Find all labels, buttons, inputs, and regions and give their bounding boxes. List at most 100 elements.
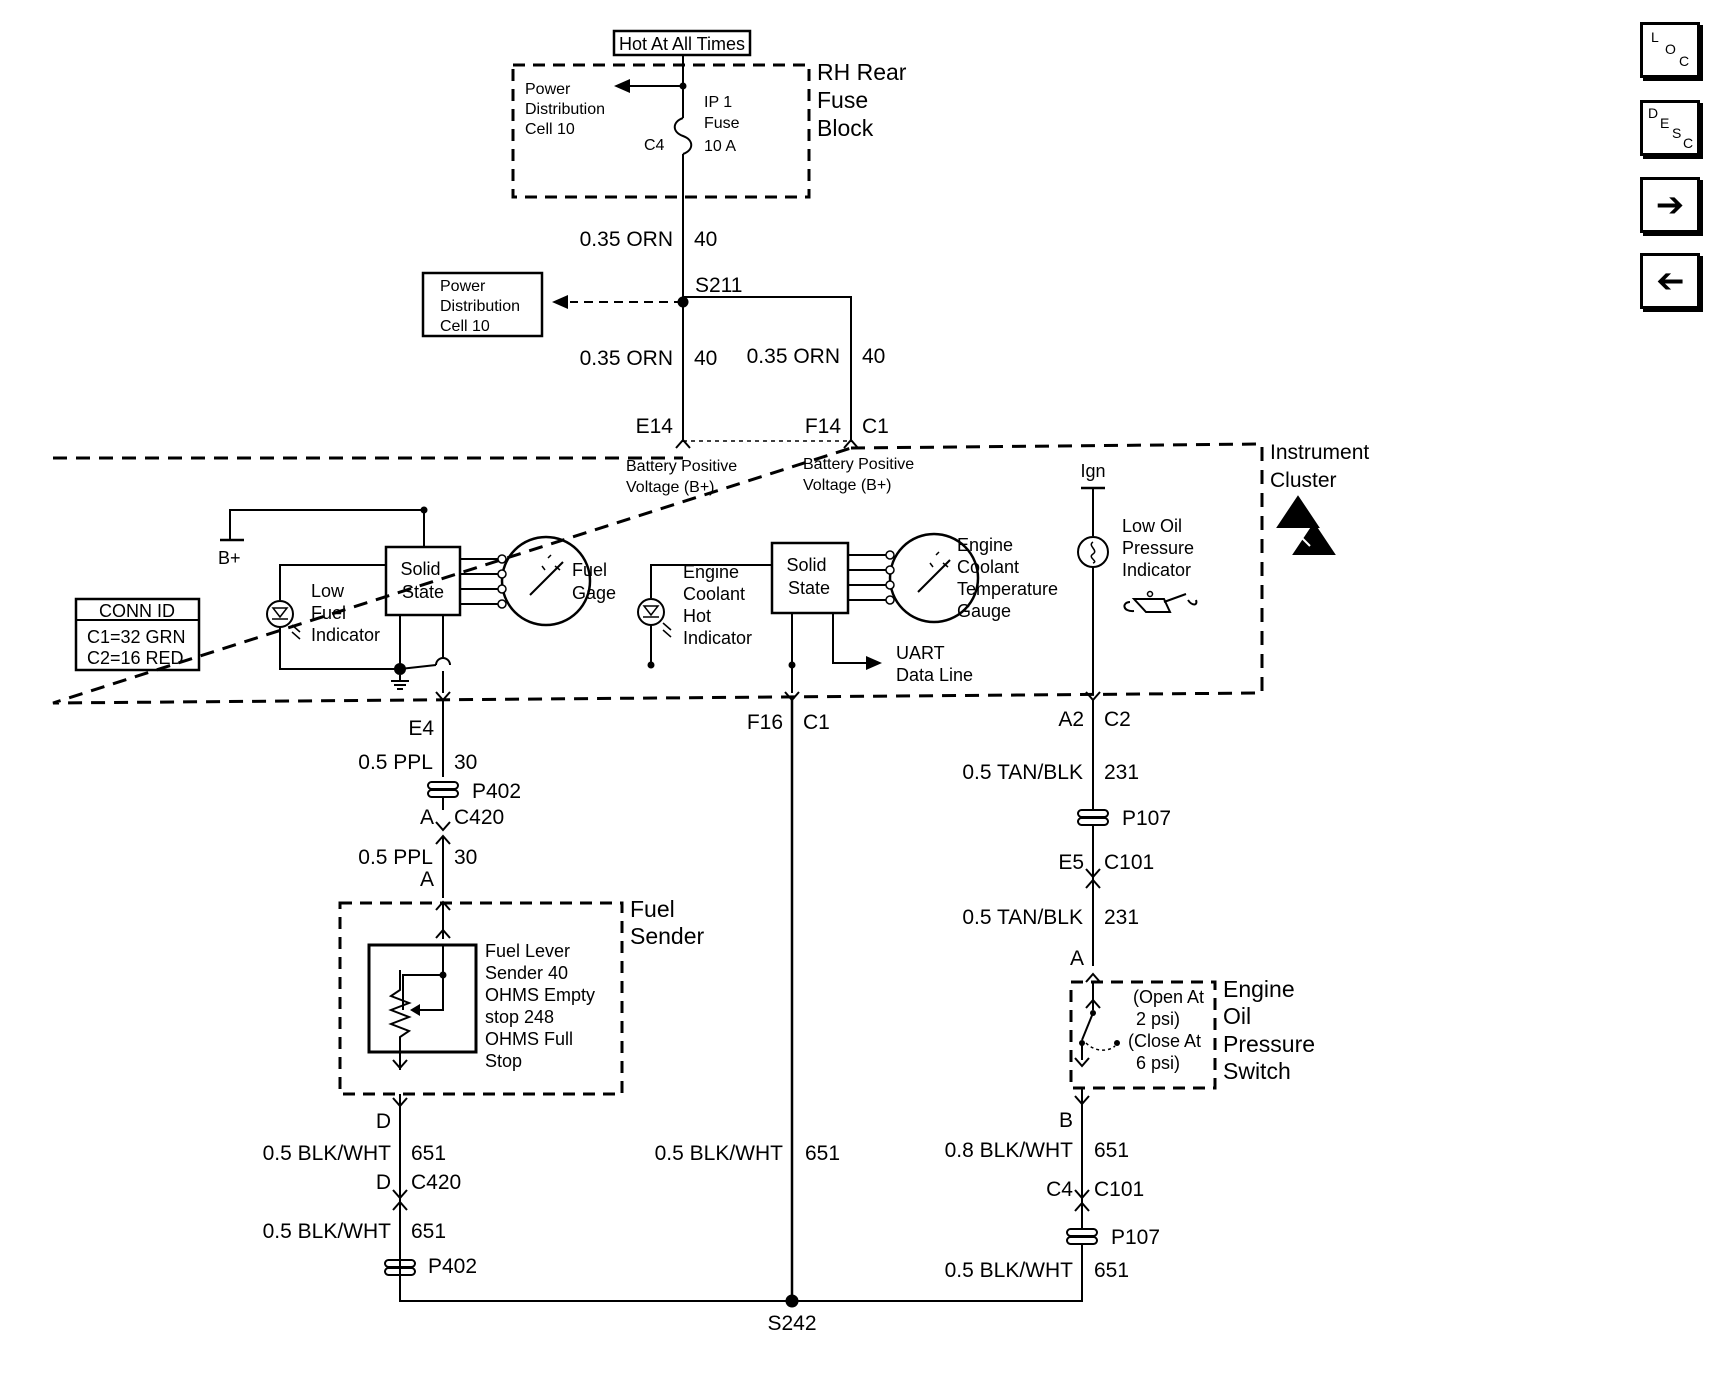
wire-blkwht-right-1-label: 0.8 BLK/WHT	[945, 1139, 1074, 1162]
wire-ppl-1-label: 0.5 PPL	[358, 751, 433, 774]
circuit-feed-2-label: 40	[694, 347, 717, 370]
desc-button[interactable]: D E S C	[1640, 100, 1700, 156]
desc-letter-c: C	[1683, 135, 1694, 151]
coolant-hot-indicator-label: Engine Coolant Hot Indicator	[683, 562, 752, 648]
ign-label: Ign	[1080, 461, 1105, 481]
previous-button[interactable]: ➔	[1640, 253, 1700, 309]
fuel-sender-description: Fuel Lever Sender 40 OHMS Empty stop 248…	[485, 941, 600, 1071]
wire-blkwht-left-2-label: 0.5 BLK/WHT	[263, 1220, 392, 1243]
fuel-gauge-icon	[497, 535, 592, 627]
uart-arrow-icon	[866, 656, 882, 670]
connector-pin-e14	[675, 438, 691, 449]
b-plus-label: B+	[218, 548, 241, 568]
pin-e4: E4	[408, 717, 434, 740]
loc-letter-l: L	[1651, 29, 1659, 45]
low-oil-pressure-indicator-label: Low Oil Pressure Indicator	[1122, 516, 1199, 580]
fuse-block-outline	[511, 63, 811, 199]
svg-text:C2=16 RED: C2=16 RED	[87, 648, 184, 668]
oil-pressure-switch-name: Engine Oil Pressure Switch	[1223, 976, 1321, 1084]
pin-d-sender: D	[376, 1110, 391, 1133]
solid-state-module-2: Solid State	[770, 541, 850, 615]
pdc-box: Power Distribution Cell 10	[421, 271, 544, 338]
instrument-cluster-outline	[52, 442, 1264, 705]
arrow-right-icon: ➔	[1655, 185, 1685, 225]
splice-s211-label: S211	[695, 274, 743, 297]
fuel-sender-outline	[338, 901, 624, 1096]
fuse-connector-label: C4	[644, 137, 665, 154]
arrow-left-icon	[614, 79, 630, 93]
next-button[interactable]: ➔	[1640, 177, 1700, 233]
desc-letter-d: D	[1648, 105, 1659, 121]
connector-c1-top: C1	[862, 415, 889, 438]
coolant-temperature-gauge-icon	[885, 532, 980, 624]
pin-a-sender: A	[420, 868, 434, 891]
circuit-651-right-1-label: 651	[1094, 1139, 1129, 1162]
wire-feed-1-label: 0.35 ORN	[580, 228, 673, 251]
loc-button[interactable]: L O C	[1640, 22, 1700, 78]
p402-label-bottom: P402	[428, 1255, 477, 1278]
fuse-label: IP 1 Fuse 10 A	[704, 94, 744, 155]
oil-can-icon	[1123, 590, 1198, 613]
circuit-651-left-2-label: 651	[411, 1220, 446, 1243]
solid-state-module-1: Solid State	[384, 545, 462, 617]
p402-label-top: P402	[472, 780, 521, 803]
wire-blkwht-right-2-label: 0.5 BLK/WHT	[945, 1259, 1074, 1282]
circuit-651-right-2-label: 651	[1094, 1259, 1129, 1282]
circuit-651-left-1-label: 651	[411, 1142, 446, 1165]
uart-data-line-label: UART Data Line	[896, 643, 973, 685]
hot-at-all-times-label: Hot At All Times	[612, 29, 752, 57]
pin-a-c420: A	[420, 806, 434, 829]
instrument-cluster-name: Instrument Cluster	[1270, 441, 1375, 492]
wire-ppl-2-label: 0.5 PPL	[358, 846, 433, 869]
pin-b-switch: B	[1059, 1109, 1073, 1132]
fuse-icon	[673, 117, 693, 155]
c101-label-top: C101	[1104, 851, 1154, 874]
bpv-label-e14: Battery Positive Voltage (B+)	[626, 458, 742, 496]
wire-tanblk-2-label: 0.5 TAN/BLK	[962, 906, 1083, 929]
c420-label-top: C420	[454, 806, 504, 829]
oil-pressure-switch-outline	[1069, 980, 1217, 1090]
svg-text:Hot At All Times: Hot At All Times	[619, 34, 745, 54]
p107-label-top: P107	[1122, 807, 1171, 830]
loc-letter-o: O	[1665, 41, 1676, 57]
ground-icon	[391, 675, 409, 690]
wire-feed-2-label: 0.35 ORN	[580, 347, 673, 370]
wire-feed-3-label: 0.35 ORN	[747, 345, 840, 368]
svg-text:Solid State: Solid State	[400, 559, 445, 602]
p107-passthrough-icon-bottom	[1066, 1228, 1098, 1245]
svg-text:Power Distribution: Power Distribution Cell 10	[440, 278, 524, 335]
arrow-left-icon: ➔	[1655, 261, 1685, 301]
connector-c2: C2	[1104, 708, 1131, 731]
circuit-feed-1-label: 40	[694, 228, 717, 251]
p107-passthrough-icon	[1077, 809, 1109, 826]
low-oil-pressure-indicator-icon	[1077, 536, 1109, 568]
connector-c1-mid: C1	[803, 711, 830, 734]
c420-label-bottom: C420	[411, 1171, 461, 1194]
circuit-231-1-label: 231	[1104, 761, 1139, 784]
svg-text:CONN ID: CONN ID	[99, 601, 175, 621]
svg-text:C1=32 GRN: C1=32 GRN	[87, 627, 186, 647]
conn-id-box: CONN ID C1=32 GRN C2=16 RED	[74, 597, 201, 672]
pin-e14: E14	[636, 415, 674, 438]
splice-s242-label: S242	[767, 1312, 816, 1335]
coolant-temperature-gauge-label: Engine Coolant Temperature Gauge	[957, 535, 1063, 621]
arrow-left-icon	[552, 295, 568, 309]
desc-letter-s: S	[1672, 125, 1682, 141]
circuit-feed-3-label: 40	[862, 345, 885, 368]
coolant-hot-indicator-icon	[637, 598, 672, 638]
pin-f14: F14	[805, 415, 842, 438]
fuel-level-sender-icon	[367, 943, 478, 1054]
esd-warning-icon	[1276, 495, 1336, 555]
fuse-block-name: RH Rear Fuse Block	[817, 59, 913, 141]
circuit-231-2-label: 231	[1104, 906, 1139, 929]
circuit-30-1-label: 30	[454, 751, 477, 774]
desc-letter-e: E	[1660, 115, 1670, 131]
fuel-sender-name: Fuel Sender	[630, 896, 705, 949]
connector-pin-f14	[843, 438, 859, 449]
loc-letter-c: C	[1679, 53, 1690, 69]
wire-blkwht-mid-label: 0.5 BLK/WHT	[655, 1142, 784, 1165]
wire-blkwht-left-1-label: 0.5 BLK/WHT	[263, 1142, 392, 1165]
p107-label-bottom: P107	[1111, 1226, 1160, 1249]
p402-passthrough-icon	[427, 781, 459, 798]
